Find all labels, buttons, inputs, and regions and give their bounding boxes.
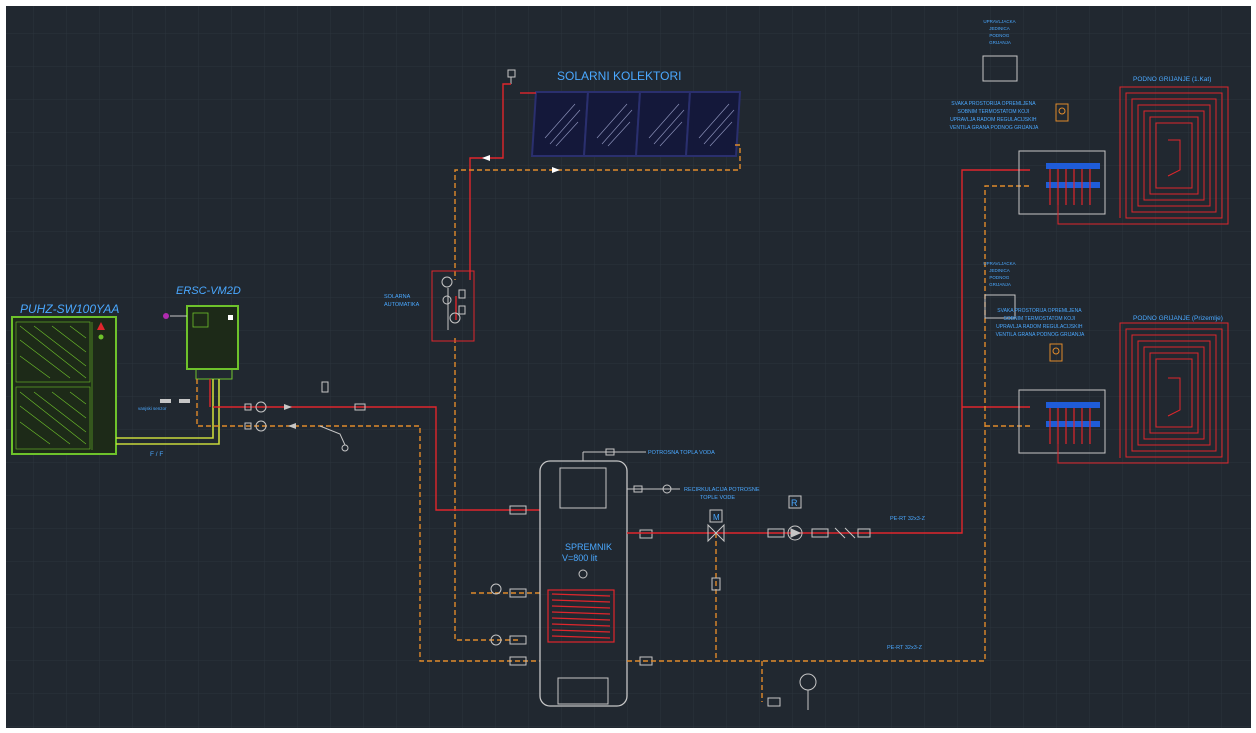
ctrl-mid-label: UPRAVLJACKA JEDINICA PODNOG GRIJANJA bbox=[983, 261, 1016, 287]
sensor-icon bbox=[160, 399, 190, 403]
mixing-valve[interactable] bbox=[707, 509, 725, 591]
floor-return-pipe bbox=[627, 185, 1030, 702]
room-note-bottom: SVAKA PROSTORIJA OPREMLJENA SOBNIM TERMO… bbox=[996, 308, 1085, 338]
room-note-top: SVAKA PROSTORIJA OPREMLJENA SOBNIM TERMO… bbox=[950, 101, 1039, 131]
floor2-label: PODNO GRIJANJE (Prizemlje) bbox=[1133, 315, 1223, 322]
solar-supply-pipe bbox=[455, 83, 536, 320]
pipe-fittings bbox=[244, 381, 653, 666]
solar-station-label: AUTOMATIKA bbox=[384, 302, 420, 308]
manifold-top[interactable] bbox=[1018, 150, 1106, 215]
solar-air-vent-icon bbox=[507, 69, 516, 84]
room-thermostat-icon bbox=[1049, 103, 1069, 362]
tank-volume-label: V=800 lit bbox=[562, 553, 598, 563]
floor1-label: PODNO GRIJANJE (1.Kat) bbox=[1133, 76, 1211, 83]
expansion-vessel[interactable] bbox=[767, 673, 817, 710]
mixing-valve-label: M bbox=[713, 513, 720, 522]
solar-return-pipe bbox=[454, 144, 741, 641]
solar-collectors[interactable] bbox=[530, 91, 742, 157]
recirc-label: TOPLE VODE bbox=[700, 495, 735, 501]
solar-title: SOLARNI KOLEKTORI bbox=[557, 69, 681, 83]
dhw-label: POTROSNA TOPLA VODA bbox=[648, 450, 715, 456]
floor-heating-loop-top bbox=[1057, 86, 1229, 225]
main-supply-pipe bbox=[209, 379, 540, 511]
refrigerant-lines bbox=[116, 379, 220, 445]
floor-heating-loop-bottom bbox=[1057, 322, 1229, 464]
hydrobox-inlet bbox=[163, 313, 187, 319]
flow-arrows bbox=[482, 155, 560, 173]
circulation-pump[interactable] bbox=[767, 495, 871, 541]
cad-drawing-canvas[interactable]: SOLARNI KOLEKTORI SOLARNA AUTOMATIKA bbox=[6, 6, 1251, 728]
pipe-label-return: PE-RT 32x3-Z bbox=[887, 645, 923, 651]
pump-label: R bbox=[791, 498, 798, 508]
outdoor-heat-pump[interactable] bbox=[11, 316, 117, 455]
control-unit-top[interactable] bbox=[982, 55, 1018, 82]
tank-label: SPREMNIK bbox=[565, 542, 612, 552]
control-unit-mid[interactable] bbox=[984, 294, 1016, 319]
hydrobox-unit[interactable] bbox=[186, 305, 239, 380]
ctrl-top-label: UPRAVLJACKA JEDINICA PODNOG GRIJANJA bbox=[983, 19, 1016, 45]
sensor-label: vanjski senzor bbox=[138, 406, 167, 411]
solar-station-label: SOLARNA bbox=[384, 294, 411, 300]
solar-station[interactable] bbox=[431, 270, 475, 342]
flow-arrows bbox=[284, 404, 296, 429]
heatpump-label: PUHZ-SW100YAA bbox=[20, 302, 119, 316]
main-return-pipe bbox=[196, 379, 540, 662]
hydrobox-label: ERSC-VM2D bbox=[176, 285, 241, 297]
ff-label: F / F bbox=[150, 451, 163, 458]
dhw-pipe bbox=[582, 448, 680, 494]
manifold-bottom[interactable] bbox=[1018, 389, 1106, 454]
recirc-label: RECIRKULACIJA POTROSNE bbox=[684, 487, 760, 493]
pipe-label-supply: PE-RT 32x3-Z bbox=[890, 516, 926, 522]
